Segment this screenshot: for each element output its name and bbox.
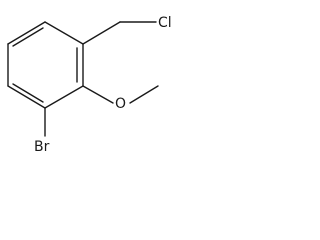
oxygen-label: O [115, 96, 126, 112]
ring-double-bond-inner-3 [12, 27, 44, 47]
bromine-label: Br [34, 139, 50, 155]
o-ch3-bond [129, 85, 159, 104]
ring-bond-c5-c6 [7, 21, 46, 45]
c-o-bond [82, 85, 114, 104]
ring-bond-c3-c4 [7, 85, 46, 109]
ch2-bond [82, 21, 121, 45]
structure-diagram: Cl O Br [0, 0, 180, 158]
ring-bond-c2-c3 [44, 85, 84, 109]
molecule-drawing: Cl O Br [7, 15, 172, 155]
ring-bond-c6-c1 [44, 21, 84, 45]
chlorine-label: Cl [158, 15, 172, 31]
ring-double-bond-inner-2 [12, 83, 44, 103]
